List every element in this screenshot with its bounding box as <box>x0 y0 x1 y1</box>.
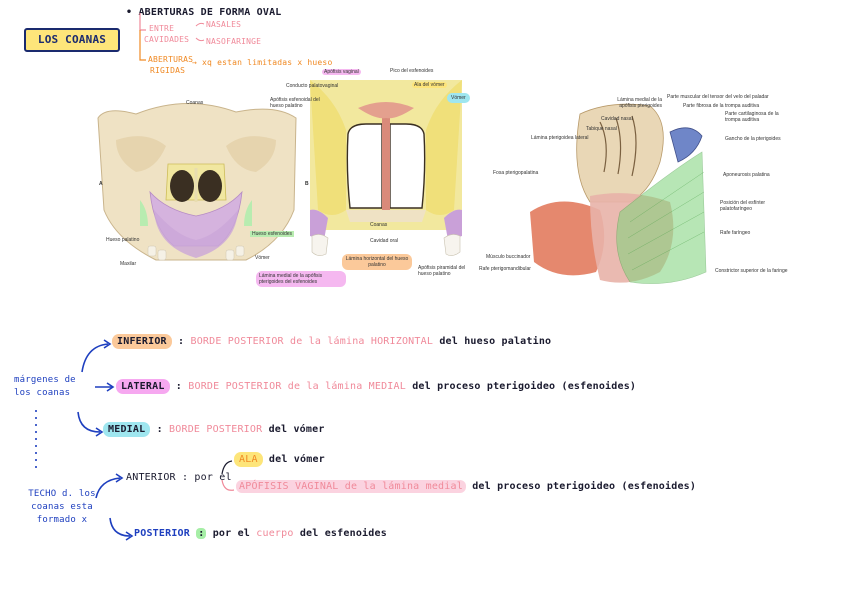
label-r-aponeurosis: Aponeurosis palatina <box>723 172 770 178</box>
techo-heading: TECHO d. los coanas esta formado x <box>28 489 96 525</box>
label-r-buccinador: Músculo buccinador <box>486 254 531 260</box>
label-r-fosa: Fosa pterigopalatina <box>493 170 539 176</box>
label-r-lamina-medial: Lámina medial de la apófisis pterigoides <box>617 97 662 109</box>
label-conducto: Conducto palatovaginal <box>286 83 339 89</box>
label-ala-vomer: Ala del vómer <box>412 82 447 88</box>
label-r-musc-tensor: Parte muscular del tensor del velo del p… <box>667 94 769 100</box>
label-maxilar: Maxilar <box>120 261 137 267</box>
def-region: → xq estan limitadas x hueso <box>192 58 333 67</box>
label-pico: Pico del esfenoides <box>390 68 434 74</box>
label-hueso-esfenoides: Hueso esfenoides <box>250 231 295 237</box>
label-apof-piramidal: Apófisis piramidal del hueso palatino <box>418 265 466 277</box>
tag-medial: MEDIAL <box>103 422 151 437</box>
label-r-constrictor: Constrictor superior de la faringe <box>715 268 788 274</box>
label-r-cavidad-nasal: Cavidad nasal <box>601 116 633 122</box>
label-coanas-top: Coanas <box>186 100 204 106</box>
label-apof-vaginal: Apófisis vaginal <box>322 69 361 75</box>
label-r-lamina-lateral: Lámina pterigoidea lateral <box>531 135 589 141</box>
def-entre: ENTRE <box>149 24 175 33</box>
def-rigidas: RIGIDAS <box>150 66 186 75</box>
figure-pharynx <box>520 92 710 292</box>
page-title: LOS COANAS <box>24 28 120 52</box>
label-r-rafe: Rafe faríngeo <box>720 230 751 236</box>
label-a: A <box>99 181 103 187</box>
techo-apofisis: APÓFISIS VAGINAL de la lámina medial del… <box>236 480 696 493</box>
margins-heading: márgenes de los coanas <box>14 375 76 398</box>
label-r-gancho: Gancho de la pterigoides <box>725 136 781 142</box>
label-lamina-horizontal: Lámina horizontal del hueso palatino <box>342 254 412 270</box>
apofisis-vaginal-text: APÓFISIS VAGINAL de la lámina medial <box>236 480 466 493</box>
def-nasales: NASALES <box>206 20 242 29</box>
tag-inferior: INFERIOR <box>112 334 172 349</box>
label-coanas: Coanas <box>370 222 388 228</box>
margin-inferior: INFERIOR : BORDE POSTERIOR de la lámina … <box>112 334 551 349</box>
label-r-tabique: Tabique nasal <box>586 126 617 132</box>
label-vomer2: Vómer <box>255 255 270 261</box>
def-cavidades: CAVIDADES <box>144 35 190 44</box>
label-r-cartilaginosa: Parte cartilaginosa de la trompa auditiv… <box>725 111 779 123</box>
def-nasofaringe: NASOFARINGE <box>206 37 262 46</box>
label-r-rafe-ptm: Rafe pterigomandibular <box>479 266 531 272</box>
techo-ala: ALA del vómer <box>234 452 325 467</box>
label-apof-esfenoidal: Apófisis esfenoidal del hueso palatino <box>270 97 320 109</box>
label-r-posicion: Posición del esfínter palatofaríngeo <box>720 200 766 212</box>
label-hueso-palatino: Hueso palatino <box>106 237 140 243</box>
label-vomer: Vómer <box>447 93 470 103</box>
label-b: B <box>305 181 309 187</box>
techo-posterior: POSTERIOR : por el cuerpo del esfenoides <box>134 528 387 539</box>
label-lamina-medial: Lámina medial de la apófisis pterigoides… <box>256 271 346 287</box>
label-cavidad-oral: Cavidad oral <box>370 238 399 244</box>
margin-lateral: LATERAL : BORDE POSTERIOR de la lámina M… <box>116 379 636 394</box>
techo-anterior: ANTERIOR : por el <box>126 472 232 483</box>
label-r-fibrosa: Parte fibrosa de la trompa auditiva <box>683 103 760 109</box>
def-aberturas: ABERTURAS <box>148 55 194 64</box>
tag-lateral: LATERAL <box>116 379 170 394</box>
definition-line1: • ABERTURAS DE FORMA OVAL <box>126 7 282 18</box>
margin-medial: MEDIAL : BORDE POSTERIOR del vómer <box>103 422 325 437</box>
figure-coanas-skull <box>96 60 476 290</box>
